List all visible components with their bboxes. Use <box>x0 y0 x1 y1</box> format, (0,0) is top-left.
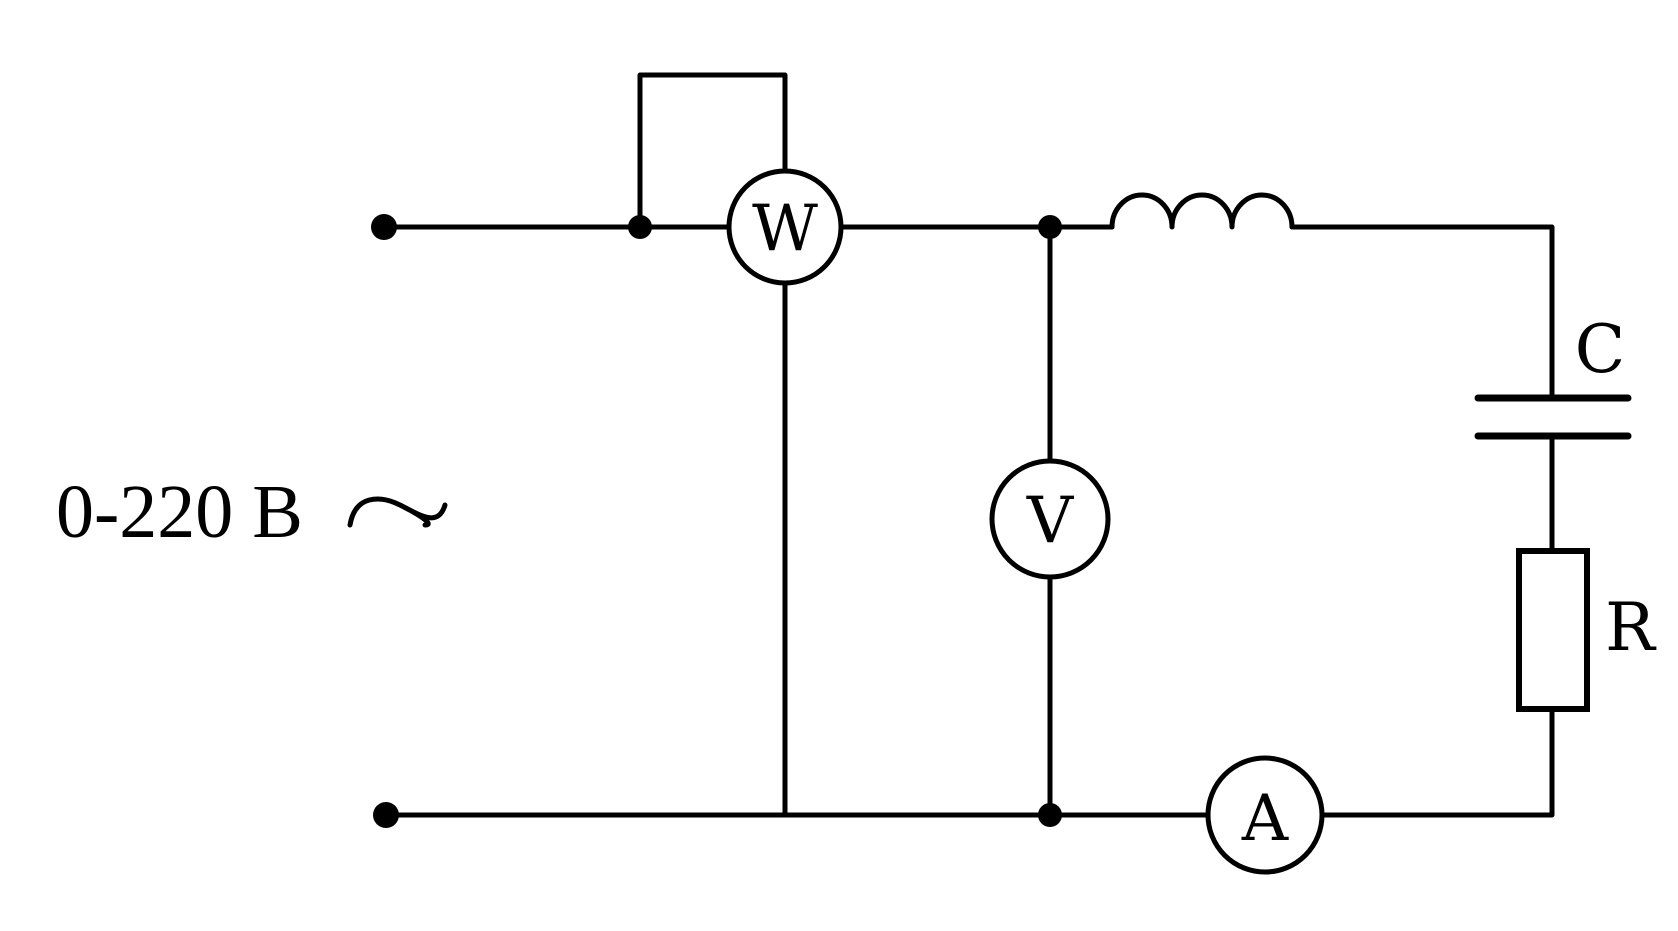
terminal-top <box>371 214 397 240</box>
wattmeter-circle <box>726 168 844 286</box>
voltmeter-label: V <box>1026 484 1075 558</box>
terminal-bottom <box>373 802 399 828</box>
ammeter-circle <box>1205 755 1325 875</box>
voltmeter-circle <box>989 458 1111 580</box>
resistor-label: R <box>1605 589 1657 666</box>
resistor-body <box>1516 548 1590 712</box>
ammeter-label: A <box>1241 782 1289 856</box>
junction-voltmeter-top <box>1038 215 1062 239</box>
source-voltage-label: 0-220 В <box>56 470 303 554</box>
wire-right-bottom <box>1319 705 1555 818</box>
capacitor-label: C <box>1575 311 1626 388</box>
wattmeter: W <box>726 168 844 286</box>
junction-wattmeter-loop <box>628 215 652 239</box>
wattmeter-label: W <box>752 192 818 266</box>
ammeter: A <box>1205 755 1325 875</box>
inductor-coil <box>1109 192 1295 230</box>
voltmeter: V <box>989 458 1111 580</box>
wire-top-right <box>1289 224 1555 399</box>
ac-symbol-icon <box>347 496 448 528</box>
junction-voltmeter-bottom <box>1038 803 1062 827</box>
wire-wattmeter-loop <box>637 72 788 230</box>
